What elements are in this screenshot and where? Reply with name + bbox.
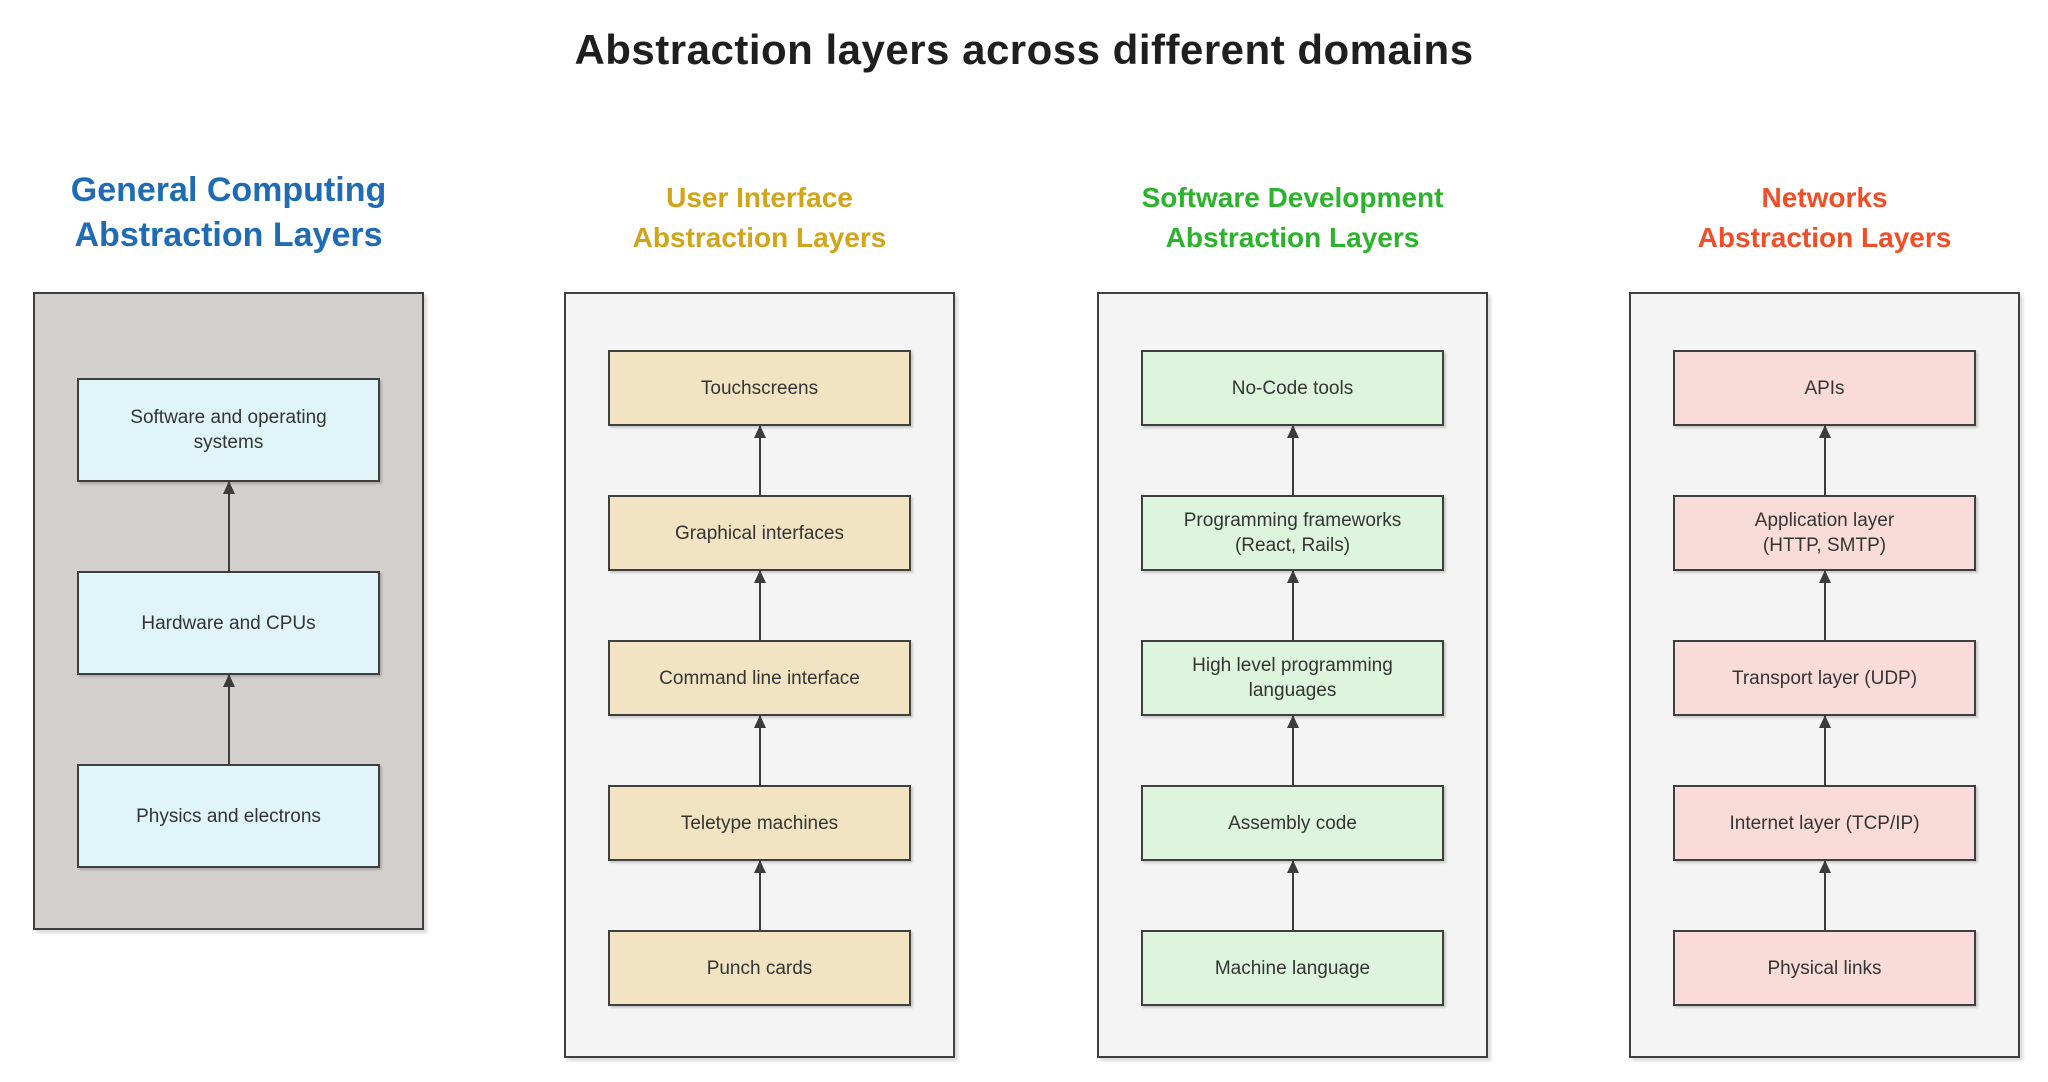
layer-box-software-os: Software and operating systems	[77, 378, 380, 482]
column-title-line: Software Development	[1141, 182, 1444, 213]
layer-label: Application layer	[1754, 510, 1895, 531]
column-title-line: Abstraction Layers	[632, 222, 887, 253]
column-software-development: Software Development Abstraction Layers …	[1097, 0, 1488, 1058]
layer-label: Transport layer (UDP)	[1731, 667, 1918, 689]
layer-group-general-computing: Software and operating systems Hardware …	[33, 292, 424, 930]
up-arrow	[1286, 425, 1299, 495]
layer-label: Touchscreens	[700, 377, 819, 399]
up-arrow	[1818, 425, 1831, 495]
column-networks: Networks Abstraction Layers APIs Applica…	[1629, 0, 2020, 1058]
layer-box-transport-layer: Transport layer (UDP)	[1673, 640, 1976, 716]
layer-label: Software and operating	[130, 407, 327, 428]
column-title-line: Abstraction Layers	[1697, 222, 1952, 253]
layer-box-graphical-interfaces: Graphical interfaces	[608, 495, 911, 571]
up-arrow	[1818, 570, 1831, 640]
layer-box-internet-layer: Internet layer (TCP/IP)	[1673, 785, 1976, 861]
column-title-line: Abstraction Layers	[74, 216, 383, 254]
column-title-line: General Computing	[70, 171, 387, 209]
layer-box-physics-electrons: Physics and electrons	[77, 764, 380, 868]
layer-label: Internet layer (TCP/IP)	[1729, 812, 1920, 834]
column-title-line: User Interface	[666, 182, 853, 213]
layer-label: systems	[193, 432, 264, 453]
up-arrow	[222, 674, 235, 764]
layer-label: Assembly code	[1228, 812, 1357, 834]
column-title-general-computing: General Computing Abstraction Layers	[33, 0, 424, 292]
layer-label: Physical links	[1767, 957, 1882, 979]
layer-label: High level programming	[1192, 655, 1393, 676]
layer-box-apis: APIs	[1673, 350, 1976, 426]
layer-box-touchscreens: Touchscreens	[608, 350, 911, 426]
layer-box-punch-cards: Punch cards	[608, 930, 911, 1006]
column-general-computing: General Computing Abstraction Layers Sof…	[33, 0, 424, 930]
layer-box-hardware-cpus: Hardware and CPUs	[77, 571, 380, 675]
layer-box-high-level-languages: High level programming languages	[1141, 640, 1444, 716]
layer-label: APIs	[1804, 377, 1845, 399]
layer-label: Teletype machines	[680, 812, 839, 834]
layer-box-physical-links: Physical links	[1673, 930, 1976, 1006]
column-title-line: Abstraction Layers	[1165, 222, 1420, 253]
layer-box-assembly-code: Assembly code	[1141, 785, 1444, 861]
column-title-user-interface: User Interface Abstraction Layers	[564, 0, 955, 292]
layer-box-teletype-machines: Teletype machines	[608, 785, 911, 861]
layer-label: Machine language	[1214, 957, 1371, 979]
layer-label: Punch cards	[706, 957, 813, 979]
layer-label: Command line interface	[659, 667, 860, 689]
up-arrow	[222, 481, 235, 571]
up-arrow	[753, 860, 766, 930]
column-user-interface: User Interface Abstraction Layers Touchs…	[564, 0, 955, 1058]
up-arrow	[1286, 860, 1299, 930]
layer-label: (HTTP, SMTP)	[1762, 535, 1887, 556]
layer-label: Graphical interfaces	[675, 522, 844, 544]
layer-group-user-interface: Touchscreens Graphical interfaces Comman…	[564, 292, 955, 1058]
layer-group-software-development: No-Code tools Programming frameworks (Re…	[1097, 292, 1488, 1058]
up-arrow	[753, 715, 766, 785]
up-arrow	[753, 425, 766, 495]
layer-box-no-code-tools: No-Code tools	[1141, 350, 1444, 426]
layer-label: No-Code tools	[1231, 377, 1354, 399]
layer-label: Hardware and CPUs	[141, 612, 316, 634]
page-title: Abstraction layers across different doma…	[574, 26, 1474, 73]
column-title-networks: Networks Abstraction Layers	[1629, 0, 2020, 292]
up-arrow	[1818, 715, 1831, 785]
column-title-line: Networks	[1761, 182, 1888, 213]
up-arrow	[1818, 860, 1831, 930]
layer-box-machine-language: Machine language	[1141, 930, 1444, 1006]
layer-box-programming-frameworks: Programming frameworks (React, Rails)	[1141, 495, 1444, 571]
layer-label: Programming frameworks	[1183, 510, 1402, 531]
layer-label: languages	[1248, 680, 1337, 701]
layer-box-command-line-interface: Command line interface	[608, 640, 911, 716]
column-title-software-development: Software Development Abstraction Layers	[1097, 0, 1488, 292]
layer-label: (React, Rails)	[1234, 535, 1351, 556]
layer-label: Physics and electrons	[136, 805, 321, 827]
layer-box-application-layer: Application layer (HTTP, SMTP)	[1673, 495, 1976, 571]
up-arrow	[1286, 715, 1299, 785]
up-arrow	[1286, 570, 1299, 640]
layer-group-networks: APIs Application layer (HTTP, SMTP) Tran…	[1629, 292, 2020, 1058]
up-arrow	[753, 570, 766, 640]
